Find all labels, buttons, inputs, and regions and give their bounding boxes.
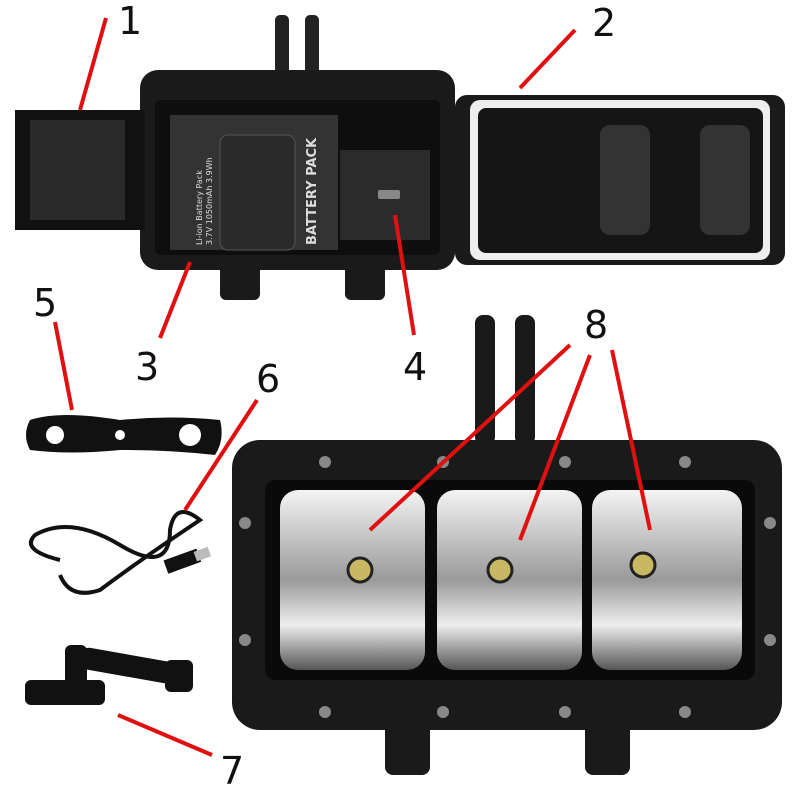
callout-7: 7 [220, 749, 245, 793]
led-icon [486, 556, 514, 584]
battery-housing-open [15, 15, 785, 300]
mount-adapter [25, 645, 193, 705]
wrench-tool [26, 415, 222, 455]
callout-5: 5 [33, 281, 58, 325]
battery-line2: 3.7V 1050mAh 3.9Wh [205, 157, 214, 245]
led-icon [629, 551, 657, 579]
callout-8: 8 [584, 303, 609, 347]
battery-line1: Li-ion Battery Pack [195, 170, 204, 245]
callout-3: 3 [135, 345, 160, 389]
callout-6: 6 [256, 357, 281, 401]
callout-1: 1 [118, 0, 143, 43]
callout-4: 4 [403, 345, 428, 389]
led-light-unit [232, 315, 782, 775]
callout-2: 2 [592, 1, 617, 45]
callout-lines [53, 17, 652, 757]
led-icon [346, 556, 374, 584]
battery-title: BATTERY PACK [305, 137, 320, 245]
usb-cable [28, 510, 212, 595]
